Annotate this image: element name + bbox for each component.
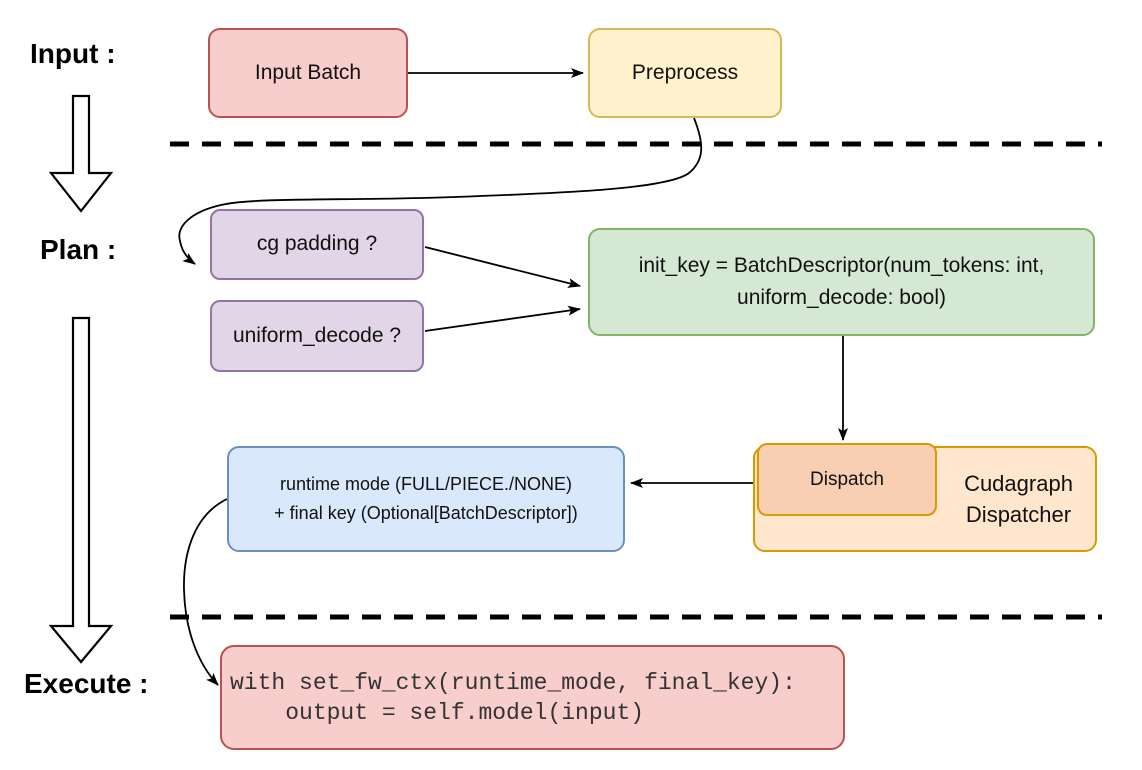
runtime-mode-line2: + final key (Optional[BatchDescriptor]) [274,503,578,523]
stage-label-execute: Execute : [24,668,149,699]
node-init-key: init_key = BatchDescriptor(num_tokens: i… [588,228,1095,336]
arrow-preprocess-to-cgpadding [178,117,703,265]
node-dispatch: Dispatch [757,443,937,516]
stage-arrow-input-to-plan [48,94,114,213]
execute-code-line1: with set_fw_ctx(runtime_mode, final_key)… [230,669,796,696]
cudagraph-label-line2: Dispatcher [965,502,1072,527]
init-key-line1: init_key = BatchDescriptor(num_tokens: i… [638,254,1045,277]
cudagraph-dispatcher-label: Cudagraph Dispatcher [945,446,1092,552]
arrow-uniformdecode-to-initkey [424,305,581,332]
cudagraph-label-line1: Cudagraph [964,471,1073,496]
node-uniform-decode: uniform_decode ? [210,300,424,372]
node-execute-code: with set_fw_ctx(runtime_mode, final_key)… [220,645,845,750]
stage-label-input: Input : [30,38,116,69]
node-runtime-mode: runtime mode (FULL/PIECE./NONE) + final … [227,446,625,552]
runtime-mode-line1: runtime mode (FULL/PIECE./NONE) [279,474,573,494]
arrow-runtimemode-to-code [183,498,228,686]
stage-arrow-plan-to-execute [48,316,114,664]
node-input-batch: Input Batch [208,28,408,118]
node-cg-padding: cg padding ? [210,209,424,280]
init-key-line2: uniform_decode: bool) [737,286,946,309]
node-preprocess: Preprocess [588,28,782,118]
execute-code-line2: output = self.model(input) [230,699,645,726]
arrow-cgpadding-to-initkey [424,246,581,288]
stage-label-plan: Plan : [40,234,117,265]
